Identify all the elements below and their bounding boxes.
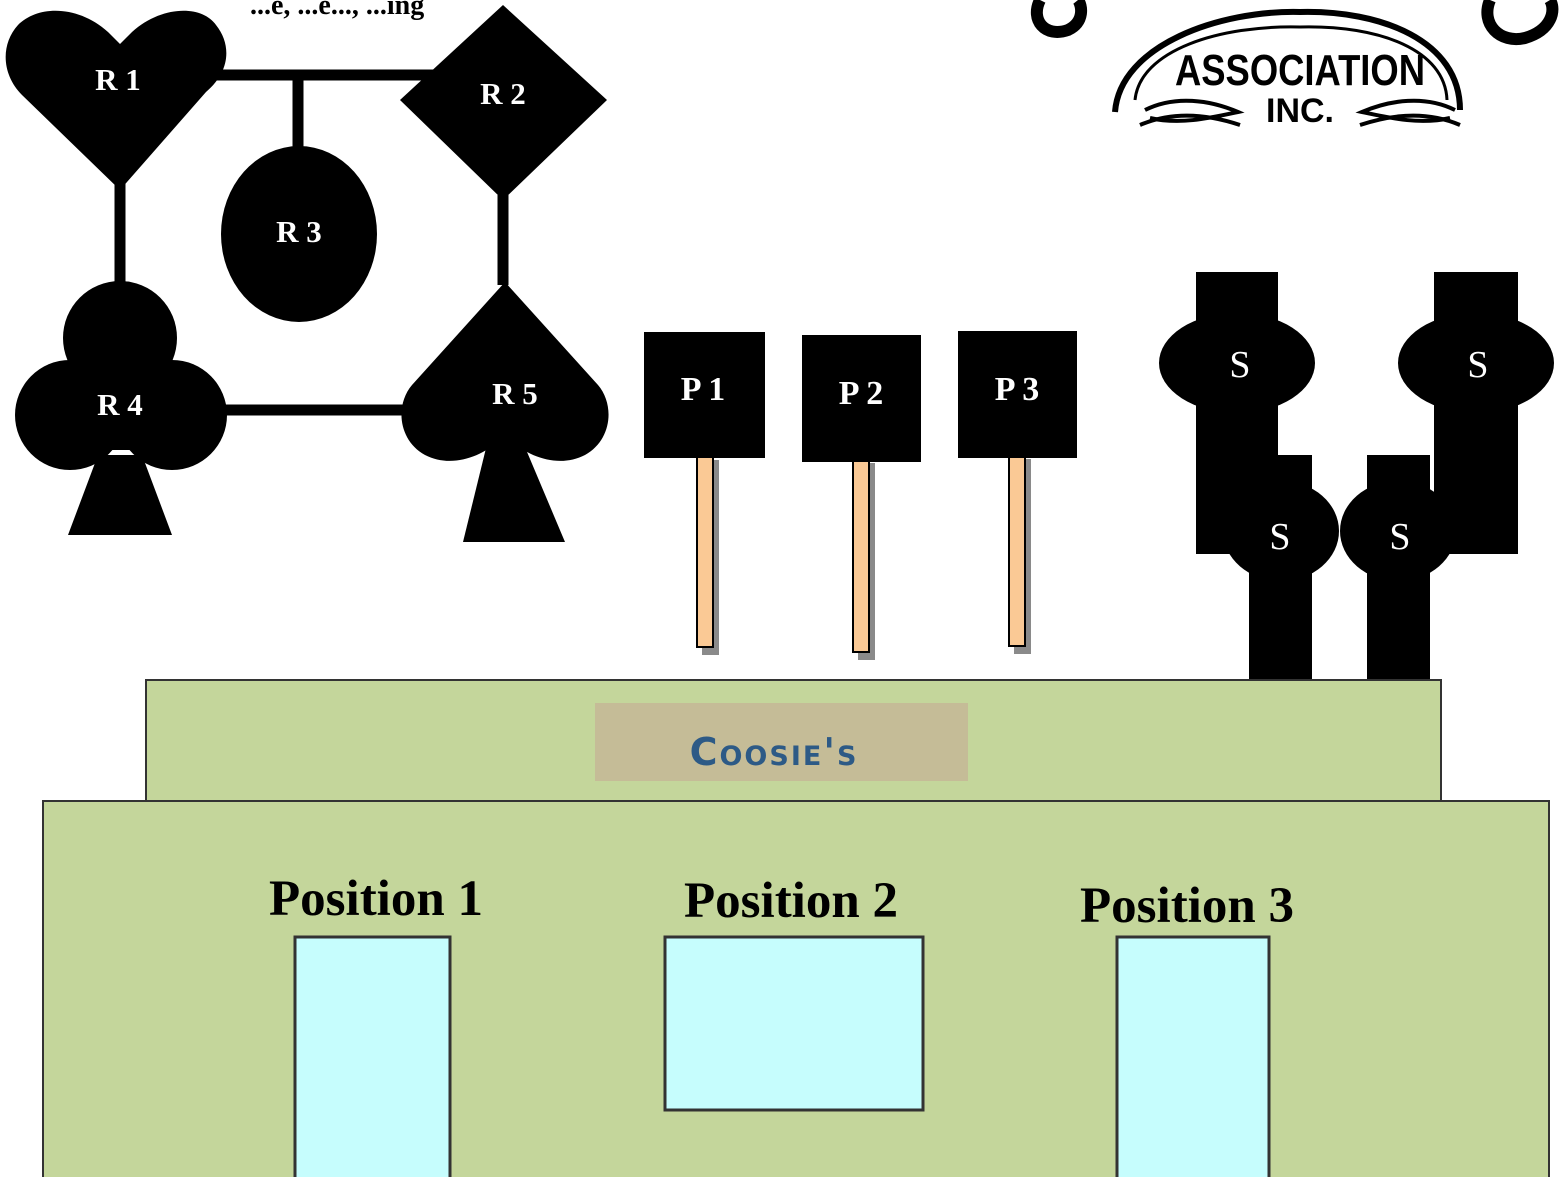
header-cut-text: ...e, ...e..., ...ing [250, 0, 424, 21]
table-r3-label: R 3 [276, 214, 322, 249]
logo-swirl-right-2 [1359, 113, 1461, 127]
club-stem [68, 455, 172, 535]
spade-stem [463, 440, 565, 542]
post-sign [958, 331, 1077, 458]
post-p2: P 2 [802, 335, 921, 660]
stall-s1-label: S [1229, 344, 1250, 386]
stall-s4: S [1340, 455, 1456, 685]
building-sign-text: Coosie's [690, 730, 859, 774]
stall-head [1223, 481, 1339, 581]
post-p3-label: P 3 [995, 371, 1039, 408]
oval-shape [221, 146, 377, 322]
logo-scroll-left [1030, 0, 1088, 38]
position-2-window [663, 935, 925, 1112]
post-stake [852, 454, 870, 653]
post-sign [802, 335, 921, 462]
table-r2-diamond: R 2 [400, 5, 607, 200]
table-r3-oval: R 3 [221, 146, 377, 322]
spade-shape [401, 282, 609, 461]
diamond-shape [400, 5, 607, 200]
table-r1-heart: R 1 [5, 10, 227, 190]
stall-s3-label: S [1269, 516, 1290, 558]
logo-text-inc: INC. [1266, 92, 1334, 130]
position-3-window [1115, 935, 1271, 1177]
position-2-label: Position 2 [684, 873, 898, 929]
stall-head [1159, 313, 1315, 413]
table-r4-label: R 4 [97, 387, 143, 422]
logo-arch-inner [1133, 25, 1449, 101]
stall-s3: S [1223, 455, 1339, 685]
position-3-label: Position 3 [1080, 878, 1294, 934]
logo-swirl-left [1144, 98, 1245, 123]
table-r5-label: R 5 [492, 376, 538, 411]
logo-scroll-right [1481, 0, 1559, 46]
post-stake [696, 451, 714, 648]
heart-shape [5, 10, 227, 190]
table-r5-spade: R 5 [401, 282, 609, 542]
logo-swirl-left-2 [1139, 113, 1241, 127]
coosies-building: Coosie's Position 1 Position 2 Position … [42, 679, 1550, 1177]
stall-s1: S [1159, 272, 1315, 554]
stall-head [1340, 481, 1456, 581]
post-p3: P 3 [958, 331, 1077, 654]
logo-text-association: ASSOCIATION [1175, 46, 1425, 95]
stall-s4-label: S [1389, 516, 1410, 558]
position-1-window [293, 935, 452, 1177]
position-1-label: Position 1 [269, 871, 483, 927]
post-p1-label: P 1 [681, 371, 725, 408]
building-sign-panel [595, 703, 968, 781]
table-r4-club: R 4 [15, 281, 227, 535]
club-center [70, 360, 170, 450]
logo-swirl-right [1355, 98, 1456, 123]
post-sign [644, 332, 765, 458]
stall-s2-label: S [1467, 344, 1488, 386]
logo-arch-outer [1112, 8, 1463, 113]
stall-head [1398, 313, 1554, 413]
table-r1-label: R 1 [95, 62, 141, 97]
table-r2-label: R 2 [480, 76, 526, 111]
post-stake [1008, 450, 1026, 647]
association-logo: ASSOCIATION INC. [1030, 0, 1559, 130]
post-p2-label: P 2 [839, 375, 883, 412]
post-p1: P 1 [644, 332, 765, 655]
